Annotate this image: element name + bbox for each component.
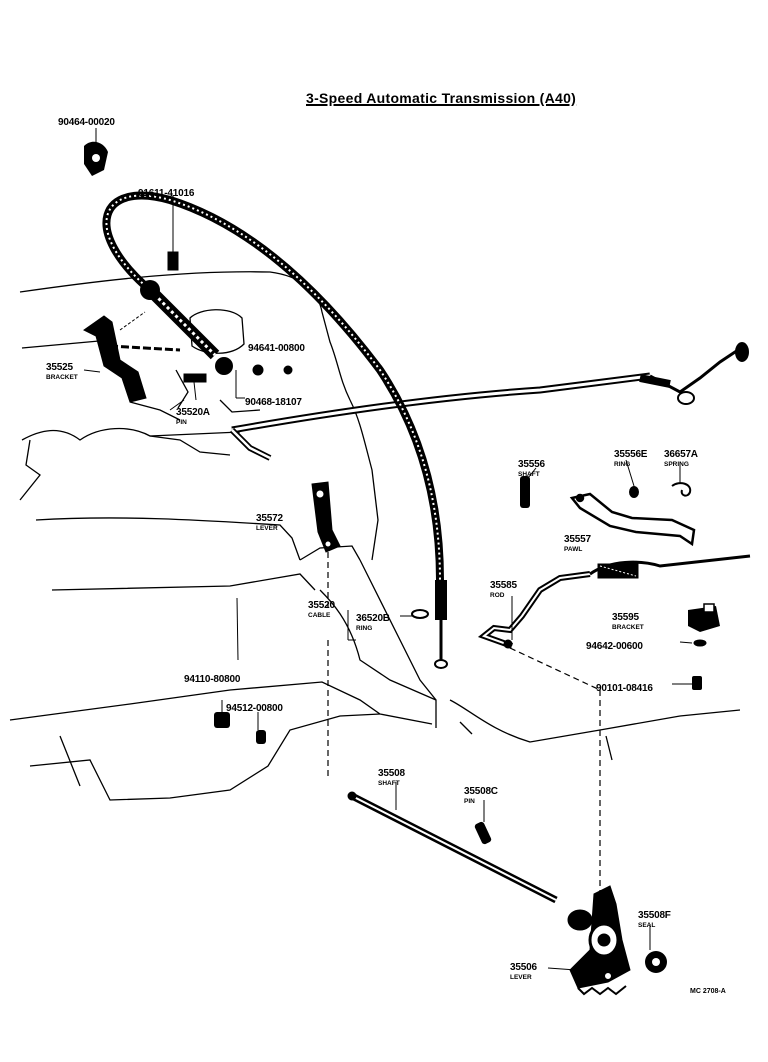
label-35585-rod: 35585 ROD (490, 580, 517, 599)
rod-35585 (477, 554, 751, 892)
leader-lines (83, 128, 693, 971)
label-35556-shaft: 35556 SHAFT (518, 459, 545, 478)
label-35520A-pin: 35520A PIN (176, 407, 210, 426)
label-35506-shaft: 35508 SHAFT (378, 768, 405, 787)
nut-94110 (214, 712, 230, 728)
washer-94512 (256, 730, 266, 744)
label-90101-08416: 90101-08416 (596, 683, 653, 694)
cable-end-hardware (183, 364, 293, 401)
label-91611-41016: 91611-41016 (138, 188, 195, 199)
label-94512-00800: 94512-00800 (226, 703, 283, 714)
label-94110-80800: 94110-80800 (184, 674, 241, 685)
pawl-35557 (569, 492, 696, 547)
label-94642-00600: 94642-00600 (586, 641, 643, 652)
label-36657A-spring: 36657A SPRING (664, 449, 698, 468)
lever-35508-assembly (567, 885, 631, 996)
label-35556E-ring: 35556E RING (614, 449, 648, 468)
spring-36657A (671, 482, 692, 497)
diagram-title: 3-Speed Automatic Transmission (A40) (306, 90, 577, 106)
lever-35572 (311, 481, 341, 780)
engine-outline (9, 271, 741, 801)
label-35572-lever: 35572 LEVER (256, 513, 283, 532)
label-35557-pawl: 35557 PAWL (564, 534, 591, 553)
bolt-91611 (167, 195, 179, 271)
washer-94642 (693, 639, 707, 647)
bracket-35595 (688, 603, 720, 632)
label-90464-00020: 90464-00020 (58, 117, 115, 128)
pin-35508C (474, 821, 492, 845)
label-36520B-ring: 36520B RING (356, 613, 390, 632)
seal-35508F (645, 951, 667, 973)
bolt-90101 (692, 676, 702, 690)
bracket-35525 (83, 311, 181, 403)
shaft-35556 (520, 476, 530, 508)
label-94641-00800: 94641-00800 (248, 343, 305, 354)
drawing-code: MC 2708-A (690, 988, 726, 995)
clip-90464 (84, 141, 108, 176)
shaft-35506 (347, 782, 558, 904)
label-35506-lever: 35506 LEVER (510, 962, 537, 981)
label-35508F-seal: 35508F SEAL (638, 910, 671, 929)
throttle-link-rod (229, 342, 749, 461)
ring-35556E (629, 486, 639, 498)
label-35525-bracket: 35525 BRACKET (46, 362, 78, 381)
shift-cable (102, 191, 448, 669)
label-35595-bracket: 35595 BRACKET (612, 612, 644, 631)
label-90468-18107: 90468-18107 (245, 397, 302, 408)
label-35508C-pin: 35508C PIN (464, 786, 498, 805)
label-35520-cable: 35520 CABLE (308, 600, 335, 619)
ring-36520B (400, 609, 446, 619)
